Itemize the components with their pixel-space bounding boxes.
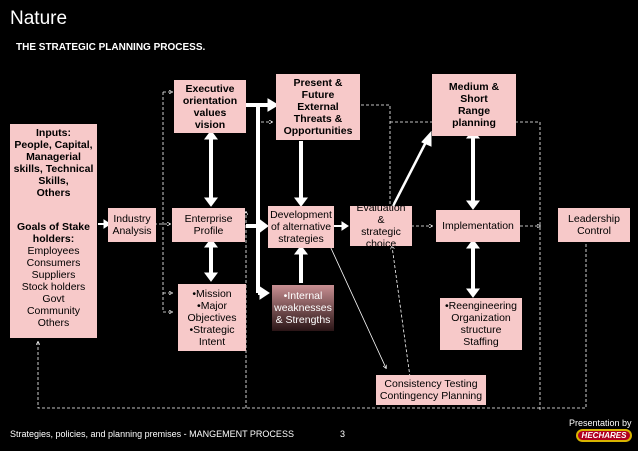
internal-box: •Internal weaknesses & Strengths [272,285,334,331]
slide-subtitle: THE STRATEGIC PLANNING PROCESS. [16,42,206,53]
mission-box: •Mission •Major Objectives •Strategic In… [178,284,246,351]
goals-list: Employees Consumers Suppliers Stock hold… [21,245,86,329]
present-future-box: Present & Future External Threats & Oppo… [276,74,360,140]
enterprise-profile-box: Enterprise Profile [172,208,245,242]
implementation-box: Implementation [436,210,520,242]
development-box: Development of alternative strategies [268,206,334,248]
leadership-box: Leadership Control [558,208,630,242]
industry-analysis-box: Industry Analysis [108,208,156,242]
footer-text: Strategies, policies, and planning premi… [10,429,294,439]
medium-short-box: Medium & Short Range planning [432,74,516,136]
page-number: 3 [340,429,346,439]
consistency-box: Consistency Testing Contingency Planning [376,375,486,405]
reengineering-box: •Reengineering Organization structure St… [440,298,522,350]
presentation-by-label: Presentation by [569,418,632,428]
dashed-arrows [38,92,587,410]
inputs-box: Inputs: People, Capital, Managerial skil… [10,124,97,201]
solid-arrows [98,98,480,300]
presenter-logo: HECHARES [576,429,632,442]
executive-orientation-box: Executive orientation values vision [174,80,246,133]
goals-title: Goals of Stake holders: [17,221,90,245]
evaluation-box: Evaluation & strategic choice [350,202,412,250]
slide-title: Nature [10,8,68,29]
goals-box: Goals of Stake holders: Employees Consum… [10,201,97,338]
